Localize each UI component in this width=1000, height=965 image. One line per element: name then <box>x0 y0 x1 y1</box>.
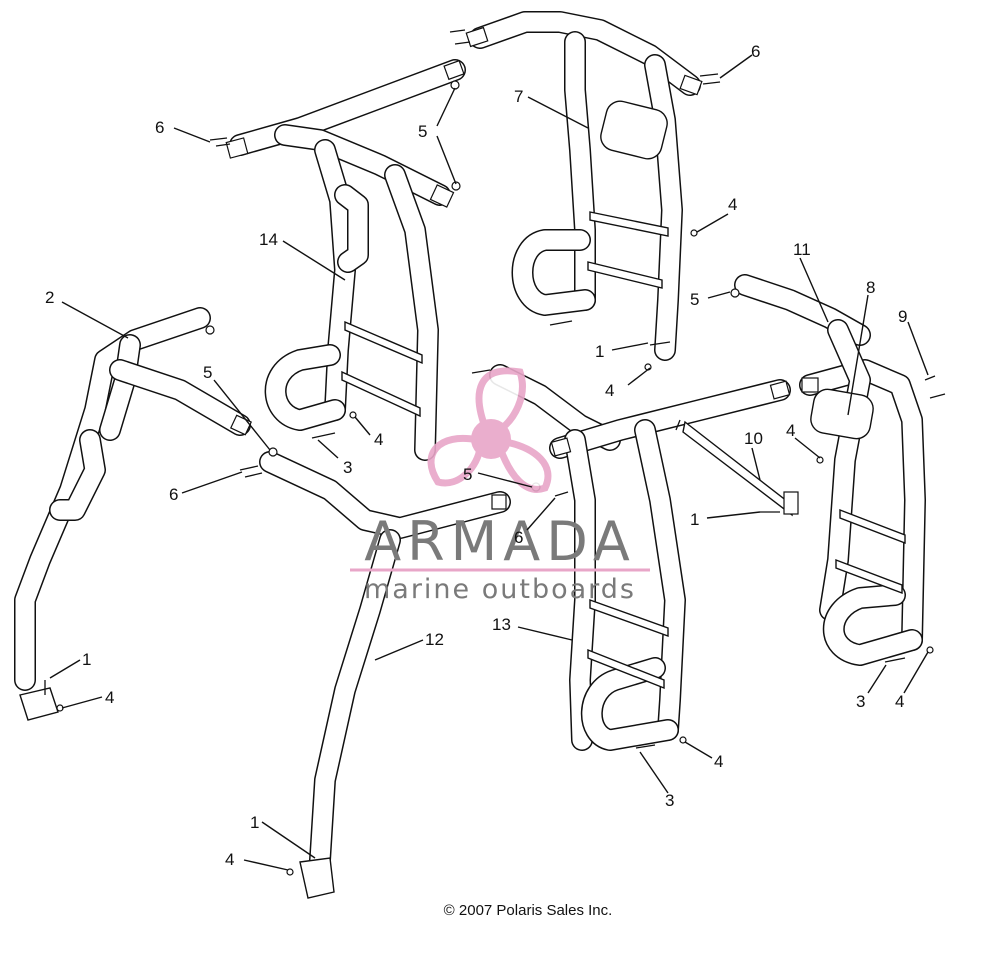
callout-4-center-lower: 4 <box>714 752 723 771</box>
callout-1-lower: 1 <box>250 813 259 832</box>
callout-10: 10 <box>744 429 763 448</box>
part-7-rear-frame <box>465 11 703 361</box>
part-2-left-side-frame <box>14 307 253 721</box>
callout-6-center: 6 <box>514 528 523 547</box>
callout-4-right-upper: 4 <box>786 421 795 440</box>
callout-4-center-upper: 4 <box>605 381 614 400</box>
callout-1-upper: 1 <box>595 342 604 361</box>
callout-12: 12 <box>425 630 444 649</box>
watermark-subtitle: marine outboards <box>364 574 636 605</box>
part-8-pad <box>810 388 874 440</box>
part-11-right-frame <box>734 274 926 666</box>
callout-8: 8 <box>866 278 875 297</box>
callout-3-upper: 3 <box>343 458 352 477</box>
callout-6-left: 6 <box>169 485 178 504</box>
part-14-front-frame <box>225 59 466 461</box>
callout-4-left: 4 <box>374 430 383 449</box>
callout-5-center: 5 <box>463 465 472 484</box>
callout-4-lower: 4 <box>225 850 234 869</box>
callout-2: 2 <box>45 288 54 307</box>
callout-4-upper-right: 4 <box>728 195 737 214</box>
callout-labels: 7 6 6 5 14 4 2 5 11 8 9 1 4 5 4 3 6 5 6 … <box>45 42 907 869</box>
callout-7: 7 <box>514 87 523 106</box>
callout-6-upper-right: 6 <box>751 42 760 61</box>
callout-9: 9 <box>898 307 907 326</box>
callout-4-left-lower: 4 <box>105 688 114 707</box>
callout-13: 13 <box>492 615 511 634</box>
callout-3-center: 3 <box>665 791 674 810</box>
hardware-fasteners <box>44 29 946 876</box>
callout-1-left: 1 <box>82 650 91 669</box>
propeller-logo <box>427 367 552 493</box>
part-12-front-frame-lower <box>259 451 511 899</box>
watermark-title: ARMADA <box>364 510 636 573</box>
callout-5-right: 5 <box>690 290 699 309</box>
callout-3-right: 3 <box>856 692 865 711</box>
callout-5-left: 5 <box>203 363 212 382</box>
callout-5-upper: 5 <box>418 122 427 141</box>
leader-lines <box>49 54 929 871</box>
part-10-brace <box>682 420 799 517</box>
armada-watermark: ARMADA marine outboards <box>350 367 650 605</box>
callout-6-upper-left: 6 <box>155 118 164 137</box>
part-13-center-frame <box>489 364 791 751</box>
callout-4-right-lower: 4 <box>895 692 904 711</box>
copyright-notice: © 2007 Polaris Sales Inc. <box>444 902 613 919</box>
callout-11: 11 <box>793 240 811 259</box>
callout-1-center: 1 <box>690 510 699 529</box>
callout-14: 14 <box>259 230 278 249</box>
